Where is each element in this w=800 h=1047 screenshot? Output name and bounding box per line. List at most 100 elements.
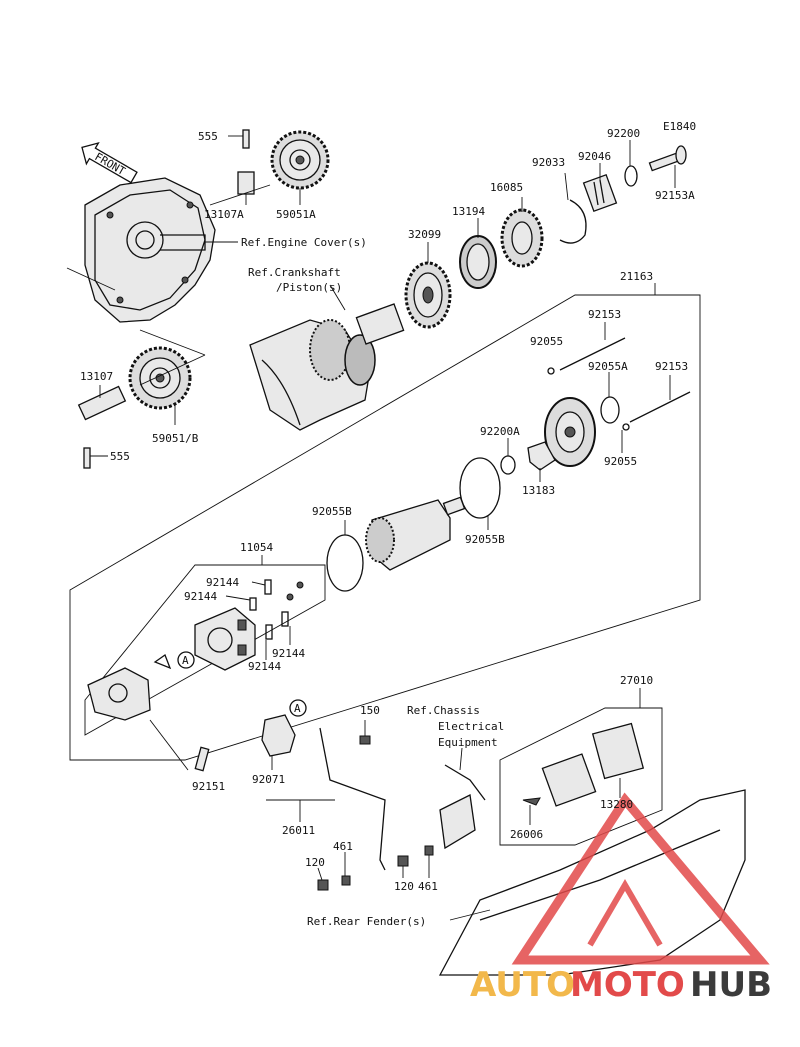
label-92071: 92071 (252, 773, 285, 786)
washer-92200a (500, 455, 516, 475)
oring-92055-upper (547, 367, 555, 375)
label-92144-b: 92144 (184, 590, 217, 603)
diagram-code: E1840 (663, 120, 696, 133)
pin-555-bottom (83, 447, 91, 469)
relay-bracket (439, 794, 476, 850)
label-13107a: 13107A (204, 208, 244, 221)
relay-frame (499, 707, 663, 846)
plate-13183 (527, 441, 556, 471)
fuse-26006 (522, 797, 541, 806)
starter-cable-26011 (319, 727, 386, 871)
starter-front-cover (87, 667, 151, 721)
label-piston: /Piston(s) (276, 281, 342, 294)
label-32099: 32099 (408, 228, 441, 241)
watermark-hub: HUB (690, 965, 772, 1005)
starter-assembly-frame (69, 294, 701, 761)
bolt-150 (359, 735, 371, 745)
automotohub-logo (511, 792, 770, 965)
label-11054: 11054 (240, 541, 273, 554)
starter-relay-27010 (541, 722, 645, 807)
oring-92055b-upper (459, 457, 501, 519)
label-92153-upper: 92153 (588, 308, 621, 321)
nut-461-left (341, 875, 351, 886)
nut-461-right (424, 845, 434, 856)
pin-555-top (242, 129, 250, 149)
label-92055-upper: 92055 (530, 335, 563, 348)
watermark-auto: AUTO (470, 965, 575, 1005)
bolt-92153-lower (629, 391, 691, 423)
brush-cap (153, 653, 172, 670)
shaft-92153a (648, 145, 687, 172)
gear-16085 (500, 208, 544, 268)
bolt-120-left (317, 879, 329, 891)
label-120-right: 120 (394, 880, 414, 893)
label-13194: 13194 (452, 205, 485, 218)
rear-fender (438, 789, 746, 976)
bolt-120-right (397, 855, 409, 867)
label-chassis-2: Electrical (438, 720, 504, 733)
needle-bearing-92046 (582, 173, 618, 213)
circlip-92033 (559, 199, 587, 244)
label-crankshaft: Ref.Crankshaft (248, 266, 341, 279)
callout-a-cable (289, 699, 307, 717)
label-120-left: 120 (305, 856, 325, 869)
label-92046: 92046 (578, 150, 611, 163)
label-26006: 26006 (510, 828, 543, 841)
washer-92200 (624, 165, 638, 187)
watermark-moto: MOTO (570, 965, 685, 1005)
label-461-right: 461 (418, 880, 438, 893)
front-tag: FRONT (92, 150, 128, 178)
label-13280: 13280 (600, 798, 633, 811)
label-chassis-3: Equipment (438, 736, 498, 749)
label-92153a: 92153A (655, 189, 695, 202)
label-27010: 27010 (620, 674, 653, 687)
label-92055a: 92055A (588, 360, 628, 373)
label-92144-a: 92144 (206, 576, 239, 589)
label-92153-lower: 92153 (655, 360, 688, 373)
terminal-cover-92071 (261, 714, 296, 757)
bolt-92153-upper (559, 337, 626, 371)
oring-92055b-lower (326, 534, 364, 592)
sprocket-32099 (404, 261, 452, 329)
collar-13107 (77, 385, 127, 421)
label-rear-fender: Ref.Rear Fender(s) (307, 915, 426, 928)
label-chassis-1: Ref.Chassis (407, 704, 480, 717)
label-engine-cover: Ref.Engine Cover(s) (241, 236, 367, 249)
label-13107: 13107 (80, 370, 113, 383)
label-555-bottom: 555 (110, 450, 130, 463)
label-92055b-upper: 92055B (312, 505, 352, 518)
oring-92055-lower (622, 423, 630, 431)
label-59051b: 59051/B (152, 432, 199, 445)
label-callout-a1: A (182, 654, 189, 667)
starter-armature (365, 496, 466, 571)
label-150: 150 (360, 704, 380, 717)
label-555-top: 555 (198, 130, 218, 143)
gear-59051a (270, 130, 330, 190)
label-92055-lower: 92055 (604, 455, 637, 468)
gear-59051b (128, 346, 192, 410)
springs-92144 (249, 579, 304, 640)
engine-cover (84, 177, 216, 323)
label-92144-c: 92144 (272, 647, 305, 660)
bolt-92151 (194, 746, 210, 772)
label-92144-d: 92144 (248, 660, 281, 673)
label-92200: 92200 (607, 127, 640, 140)
brush-plate (194, 607, 256, 671)
label-21163: 21163 (620, 270, 653, 283)
label-callout-a2: A (294, 702, 301, 715)
label-16085: 16085 (490, 181, 523, 194)
starter-end-cover (544, 397, 596, 467)
label-92151: 92151 (192, 780, 225, 793)
label-92033: 92033 (532, 156, 565, 169)
callout-a-brush (177, 651, 195, 669)
label-92055b-lower: 92055B (465, 533, 505, 546)
front-arrow-icon: FRONT (81, 141, 138, 184)
label-461-left: 461 (333, 840, 353, 853)
crankshaft (249, 303, 405, 431)
label-13183: 13183 (522, 484, 555, 497)
one-way-clutch-13194 (459, 235, 497, 289)
label-59051a: 59051A (276, 208, 316, 221)
label-26011: 26011 (282, 824, 315, 837)
